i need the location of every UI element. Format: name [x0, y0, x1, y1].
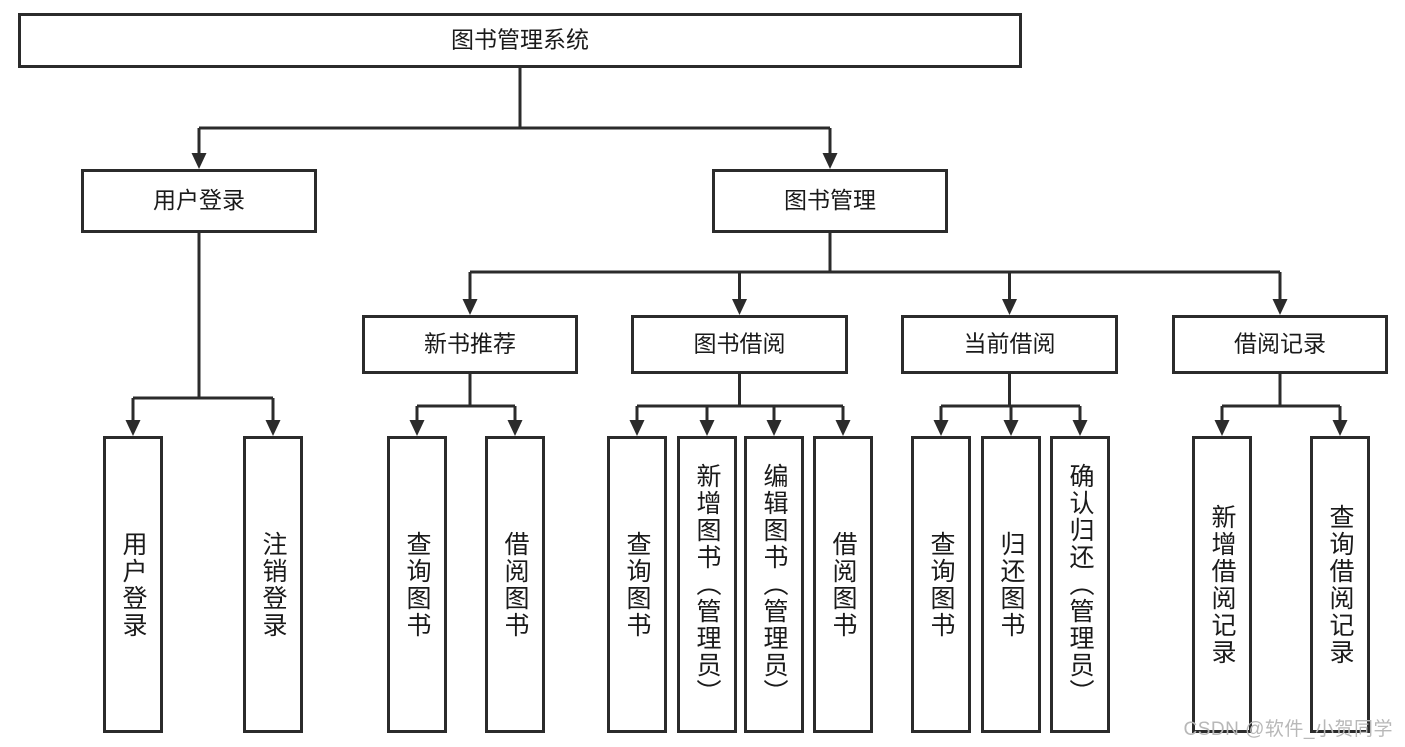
arrow-head-icon	[1002, 299, 1017, 315]
node-box-layer	[18, 13, 1388, 733]
node-box-leaf-add-book[interactable]	[677, 436, 737, 733]
arrow-head-icon	[1214, 420, 1230, 436]
watermark-text: CSDN @软件_小贺同学	[1183, 719, 1393, 740]
node-box-leaf-borrow-book-2[interactable]	[813, 436, 873, 733]
node-label-user-login: 用户登录	[153, 187, 245, 213]
node-box-current-borrow[interactable]	[901, 315, 1118, 374]
arrow-head-icon	[1332, 420, 1348, 436]
node-box-leaf-query-book-1[interactable]	[387, 436, 447, 733]
arrow-head-icon	[507, 420, 523, 436]
node-label-new-book-rec: 新书推荐	[424, 331, 516, 357]
arrow-head-icon	[629, 420, 645, 436]
connector-layer	[125, 68, 1348, 436]
node-box-leaf-user-logout[interactable]	[243, 436, 303, 733]
arrow-head-icon	[766, 420, 782, 436]
node-label-borrow-record: 借阅记录	[1234, 331, 1326, 357]
node-box-root[interactable]	[18, 13, 1022, 68]
arrow-head-icon	[409, 420, 425, 436]
node-box-leaf-confirm-return[interactable]	[1050, 436, 1110, 733]
arrow-head-icon	[462, 299, 478, 315]
arrow-head-icon	[191, 153, 207, 169]
arrow-head-icon	[699, 420, 715, 436]
arrow-head-icon	[125, 420, 141, 436]
node-label-current-borrow: 当前借阅	[964, 331, 1056, 357]
arrow-head-icon	[933, 420, 949, 436]
node-box-leaf-user-login[interactable]	[103, 436, 163, 733]
arrow-head-icon	[1272, 299, 1288, 315]
node-box-leaf-query-book-3[interactable]	[911, 436, 971, 733]
node-box-leaf-add-record[interactable]	[1192, 436, 1252, 733]
node-label-book-manage: 图书管理	[784, 187, 876, 213]
node-box-leaf-query-record[interactable]	[1310, 436, 1370, 733]
node-box-new-book-rec[interactable]	[362, 315, 578, 374]
arrow-head-icon	[1072, 420, 1088, 436]
node-box-user-login[interactable]	[81, 169, 317, 233]
arrow-head-icon	[265, 420, 281, 436]
arrow-head-icon	[732, 299, 747, 315]
node-box-borrow-record[interactable]	[1172, 315, 1388, 374]
node-box-book-borrow[interactable]	[631, 315, 848, 374]
node-box-leaf-borrow-book-1[interactable]	[485, 436, 545, 733]
node-box-leaf-edit-book[interactable]	[744, 436, 804, 733]
node-box-book-manage[interactable]	[712, 169, 948, 233]
node-box-leaf-query-book-2[interactable]	[607, 436, 667, 733]
arrow-head-icon	[1003, 420, 1019, 436]
arrow-head-icon	[822, 153, 838, 169]
node-label-book-borrow: 图书借阅	[694, 331, 786, 357]
node-box-leaf-return-book[interactable]	[981, 436, 1041, 733]
node-label-root: 图书管理系统	[451, 27, 589, 53]
arrow-head-icon	[835, 420, 851, 436]
